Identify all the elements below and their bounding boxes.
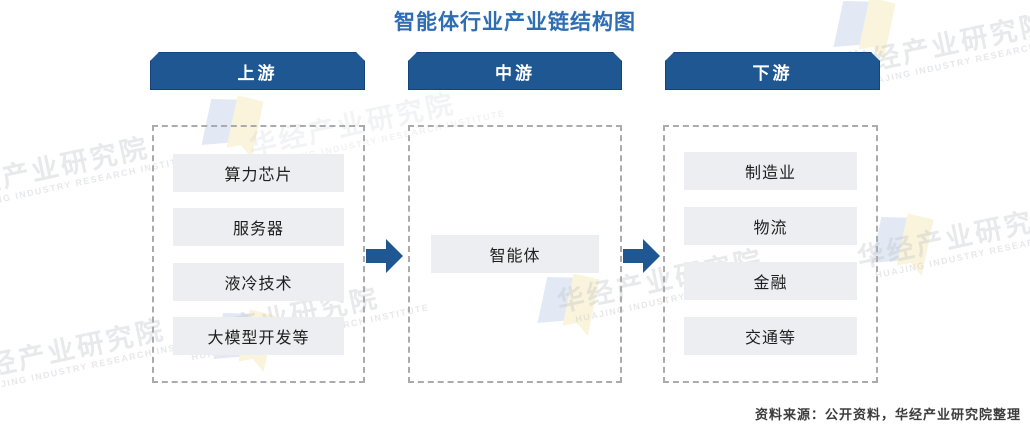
downstream-column: 制造业 物流 金融 交通等 [663,125,878,383]
upstream-column: 算力芯片 服务器 液冷技术 大模型开发等 [152,125,365,383]
stage-header-midstream: 中游 [408,52,622,90]
downstream-item: 制造业 [684,152,857,190]
source-note: 资料来源：公开资料，华经产业研究院整理 [754,407,1021,422]
watermark-cn: 华经产业研究院 [854,200,1030,274]
watermark-en: HUAJING INDUSTRY RESEARCH INSTITUTE [874,220,1030,281]
stage-header-downstream: 下游 [665,52,880,90]
downstream-item: 金融 [684,262,857,300]
flow-arrow-right-icon [623,239,660,273]
upstream-item: 液冷技术 [173,262,344,301]
midstream-column: 智能体 [408,125,622,383]
upstream-item: 服务器 [173,208,344,247]
downstream-item: 交通等 [684,317,857,355]
stage-header-upstream: 上游 [150,52,365,90]
upstream-item: 大模型开发等 [173,316,344,355]
page-title: 智能体行业产业链结构图 [394,11,636,34]
huajing-text-watermark: 华经产业研究院 HUAJING INDUSTRY RESEARCH INSTIT… [855,192,1030,283]
flow-arrow-right-icon [366,239,403,273]
midstream-item: 智能体 [431,235,599,273]
downstream-item: 物流 [684,207,857,245]
upstream-item: 算力芯片 [173,154,344,192]
